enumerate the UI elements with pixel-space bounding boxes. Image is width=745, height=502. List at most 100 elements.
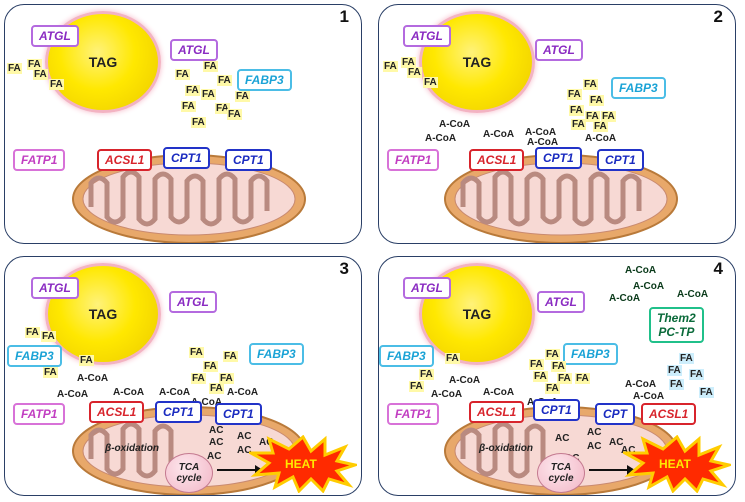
tag-label: TAG	[462, 54, 492, 70]
fa-label: FA	[667, 365, 682, 376]
fa-label: FA	[215, 103, 230, 114]
ac-label: AC	[555, 433, 570, 444]
fa-label: FA	[185, 85, 200, 96]
pctp-label: PC-TP	[658, 325, 695, 339]
acoa-label: A-CoA	[227, 387, 259, 398]
acoa-label: A-CoA	[633, 281, 665, 292]
panel-number: 4	[713, 259, 723, 278]
ac-label: AC	[237, 431, 252, 442]
fa-label: FA	[601, 111, 616, 122]
fa-label: FA	[27, 59, 42, 70]
fa-label: FA	[575, 373, 590, 384]
fa-label: FA	[201, 89, 216, 100]
panel-number: 1	[339, 7, 349, 26]
fatp1-box: FATP1	[13, 149, 66, 171]
cpt1-box: CPT1	[225, 149, 272, 171]
fa-label: FA	[585, 111, 600, 122]
tag-label: TAG	[88, 306, 118, 322]
fa-label: FA	[567, 89, 582, 100]
fa-label: FA	[545, 383, 560, 394]
tag-label: TAG	[88, 54, 118, 70]
ac-label: AC	[207, 451, 222, 462]
fa-label: FA	[569, 105, 584, 116]
fa-label: FA	[25, 327, 40, 338]
fa-label: FA	[235, 91, 250, 102]
beta-oxidation-label: β-oxidation	[479, 443, 533, 454]
acoa-label: A-CoA	[77, 373, 109, 384]
panel-number: 3	[339, 259, 349, 278]
fa-label: FA	[557, 373, 572, 384]
fa-label: FA	[423, 77, 438, 88]
acoa-label: A-CoA	[439, 119, 471, 130]
fa-label: FA	[223, 351, 238, 362]
acsl1-box: ACSL1	[469, 149, 525, 171]
fa-label: FA	[175, 69, 190, 80]
beta-oxidation-label: β-oxidation	[105, 443, 159, 454]
fa-label: FA	[49, 79, 64, 90]
fa-label: FA	[181, 101, 196, 112]
fa-label: FA	[551, 361, 566, 372]
fa-label: FA	[189, 347, 204, 358]
panel-number: 2	[713, 7, 723, 26]
fa-label: FA	[203, 361, 218, 372]
cpt1-box: CPT1	[163, 147, 210, 169]
panel-3: 3 TAG ATGL ATGL FABP3 FABP3 FA FA FA FA …	[4, 256, 362, 496]
acoa-label: A-CoA	[449, 375, 481, 386]
fa-label: FA	[33, 69, 48, 80]
fa-label: FA	[191, 117, 206, 128]
acoa-label: A-CoA	[113, 387, 145, 398]
them2-pctp-box: Them2 PC-TP	[649, 307, 704, 343]
acoa-label: A-CoA	[585, 133, 617, 144]
ac-label: AC	[587, 427, 602, 438]
fa-label: FA	[227, 109, 242, 120]
fatp1-box: FATP1	[387, 149, 440, 171]
fa-label: FA	[699, 387, 714, 398]
fa-label: FA	[41, 331, 56, 342]
panel-4: 4 TAG ATGL ATGL A-CoA A-CoA A-CoA A-CoA …	[378, 256, 736, 496]
fa-label: FA	[7, 63, 22, 74]
fa-label: FA	[209, 383, 224, 394]
acoa-label: A-CoA	[525, 127, 557, 138]
atgl-box: ATGL	[169, 291, 217, 313]
heat-burst-icon	[249, 435, 357, 493]
fabp3-box: FABP3	[563, 343, 618, 365]
tca-line1: TCA	[178, 462, 200, 473]
heat-burst-icon	[623, 435, 731, 493]
atgl-box: ATGL	[31, 25, 79, 47]
acoa-label: A-CoA	[633, 391, 665, 402]
acoa-label: A-CoA	[625, 379, 657, 390]
acsl1-box: ACSL1	[97, 149, 153, 171]
fabp3-box: FABP3	[237, 69, 292, 91]
ac-label: AC	[609, 437, 624, 448]
acoa-label: A-CoA	[57, 389, 89, 400]
panel-1: 1 TAG ATGL ATGL FABP3 FA FA FA FA FA FA …	[4, 4, 362, 244]
fabp3-box: FABP3	[7, 345, 62, 367]
tag-droplet: TAG	[419, 11, 535, 113]
acoa-label: A-CoA	[527, 137, 559, 148]
fa-label: FA	[219, 373, 234, 384]
tca-line2: cycle	[176, 473, 202, 484]
acsl1-box: ACSL1	[89, 401, 145, 423]
fa-label: FA	[533, 371, 548, 382]
tag-label: TAG	[462, 306, 492, 322]
fa-label: FA	[545, 349, 560, 360]
fa-label: FA	[529, 359, 544, 370]
fa-label: FA	[79, 355, 94, 366]
acoa-label: A-CoA	[431, 389, 463, 400]
cpt-box: CPT	[595, 403, 635, 425]
atgl-box: ATGL	[403, 277, 451, 299]
acoa-label: A-CoA	[159, 387, 191, 398]
cpt1-box: CPT1	[597, 149, 644, 171]
atgl-box: ATGL	[170, 39, 218, 61]
atgl-box: ATGL	[31, 277, 79, 299]
fa-label: FA	[571, 119, 586, 130]
mitochondrion	[444, 154, 678, 243]
ac-label: AC	[621, 445, 636, 456]
fa-label: FA	[679, 353, 694, 364]
panel-2: 2 TAG ATGL ATGL FABP3 FA FA FA FA FA FA …	[378, 4, 736, 244]
heat-label: HEAT	[659, 457, 691, 471]
cpt1-box: CPT1	[155, 401, 202, 423]
fa-label: FA	[191, 373, 206, 384]
